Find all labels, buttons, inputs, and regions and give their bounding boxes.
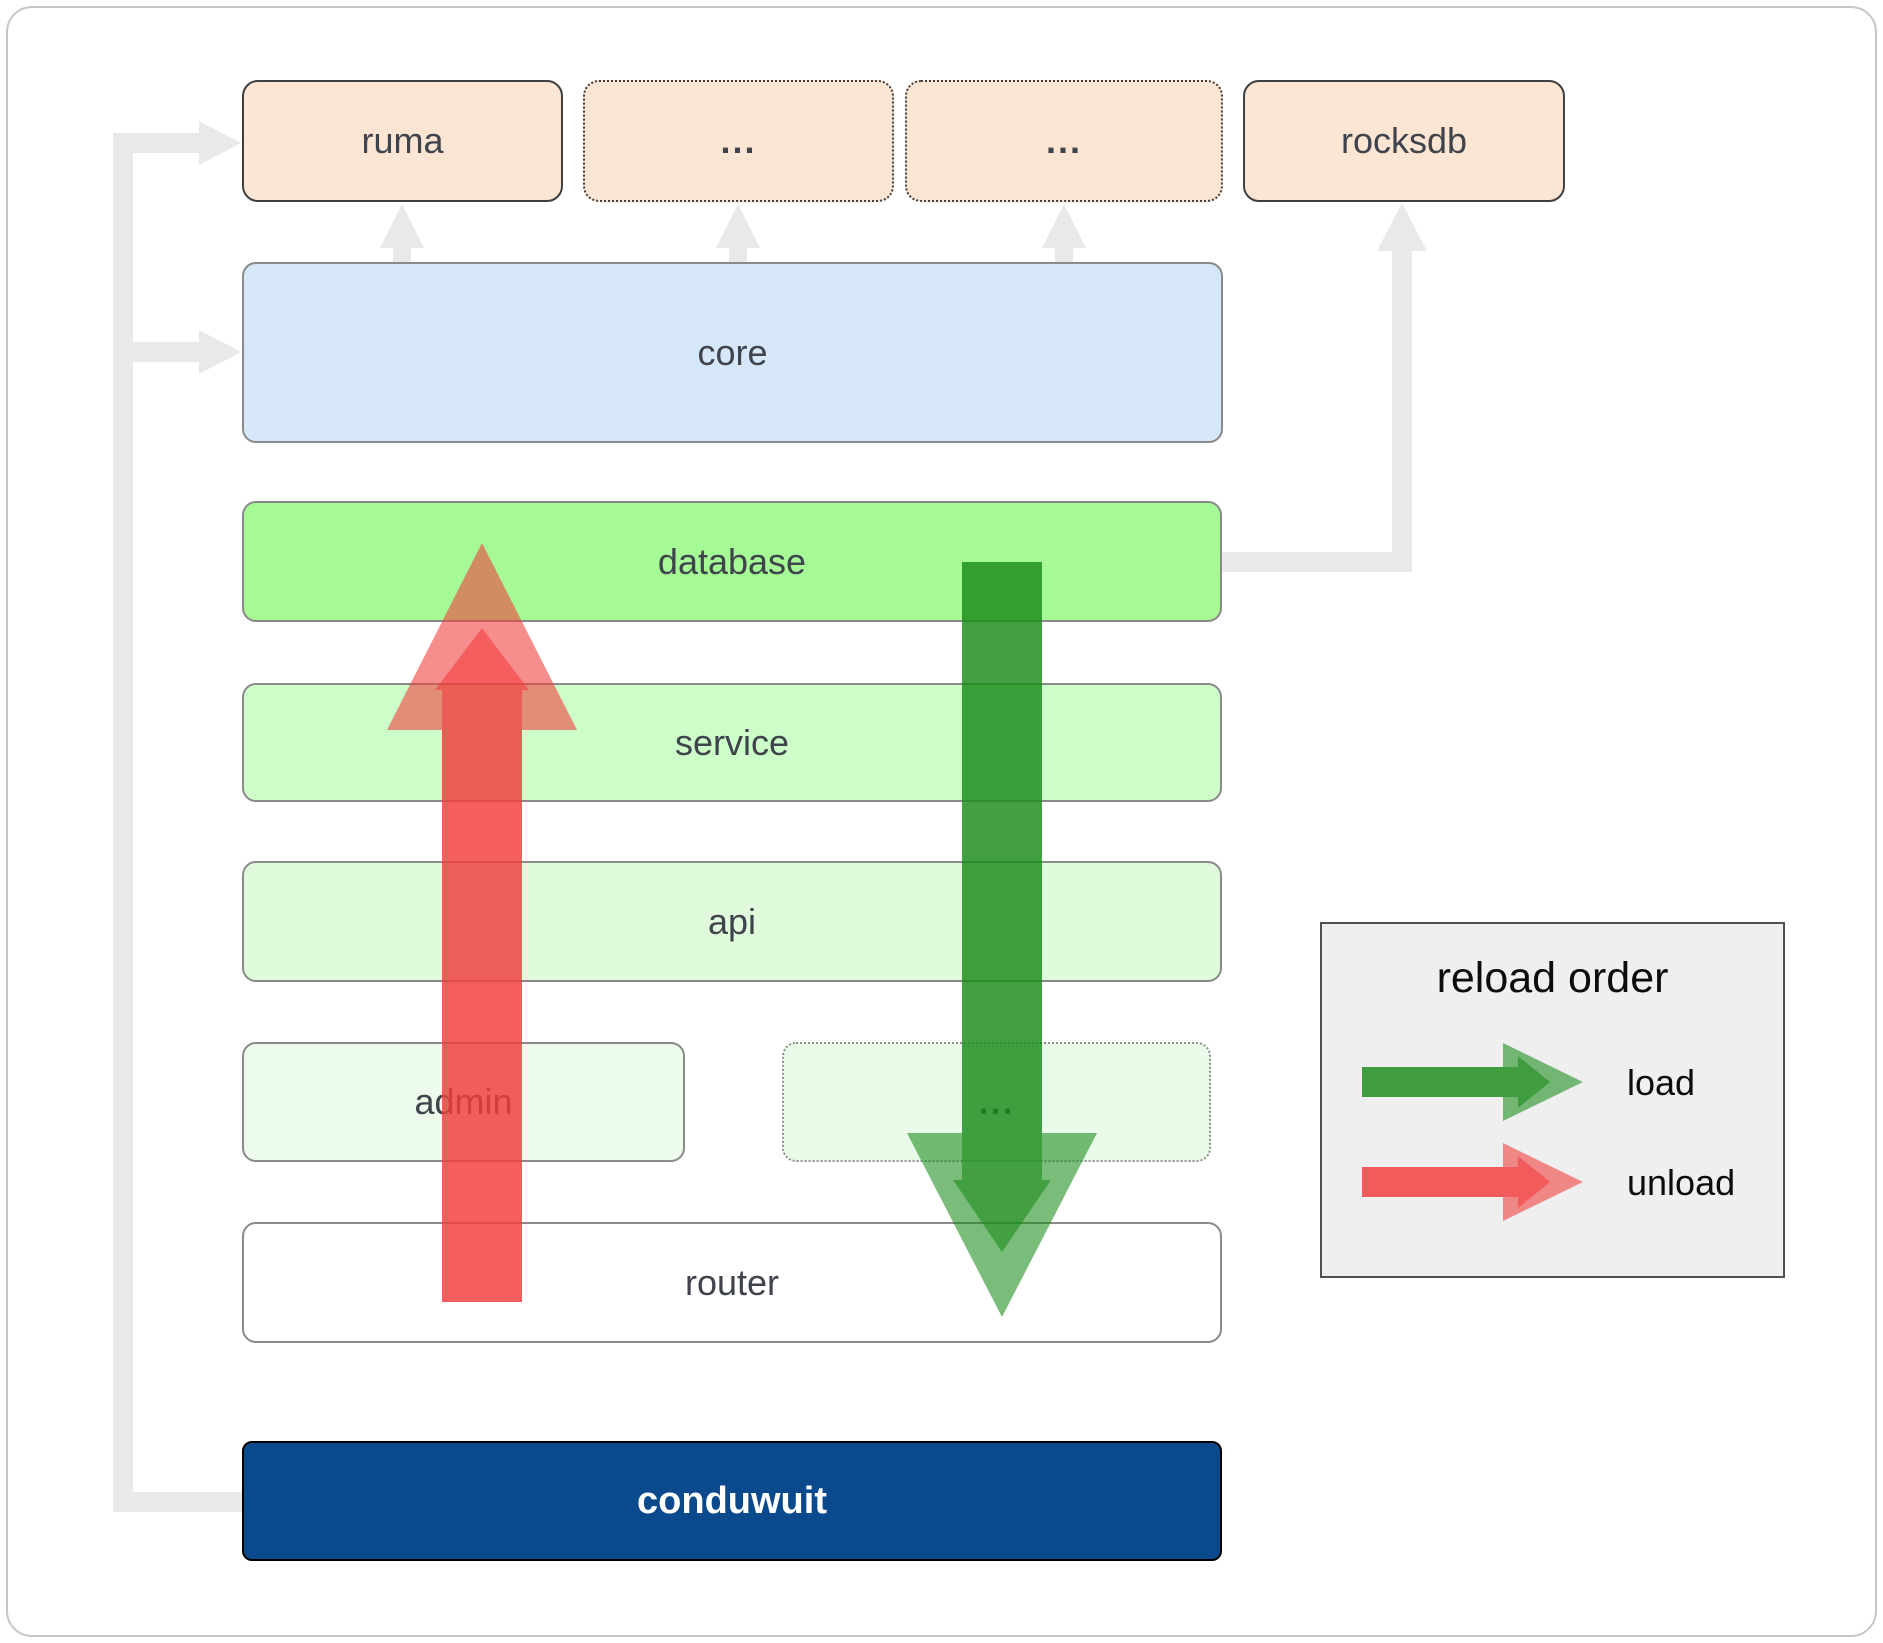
node-service-label: service xyxy=(674,721,790,763)
node-conduwuit-label: conduwuit xyxy=(637,1479,827,1522)
node-database: database xyxy=(242,501,1222,622)
node-api-label: api xyxy=(707,900,757,942)
node-api: api xyxy=(242,861,1222,982)
node-dots-top-2-label: ... xyxy=(1045,120,1082,161)
node-router-label: router xyxy=(684,1261,780,1303)
node-database-label: database xyxy=(657,540,807,582)
node-dots-mid-label: ... xyxy=(978,1081,1015,1122)
node-core-label: core xyxy=(697,331,768,373)
node-dots-top-1-label: ... xyxy=(720,120,757,161)
legend-unload-label: unload xyxy=(1627,1162,1736,1203)
diagram-frame xyxy=(6,6,1877,1637)
legend-title: reload order xyxy=(1436,954,1669,1002)
node-admin-label: admin xyxy=(414,1081,513,1122)
node-ruma-label: ruma xyxy=(361,120,444,161)
node-core: core xyxy=(242,262,1223,443)
legend-reload-order: reload order load unload xyxy=(1320,922,1785,1278)
node-rocksdb-label: rocksdb xyxy=(1340,120,1468,161)
node-ruma: ruma xyxy=(242,80,563,202)
node-admin: admin xyxy=(242,1042,685,1162)
node-rocksdb: rocksdb xyxy=(1243,80,1565,202)
node-dots-top-1: ... xyxy=(583,80,894,202)
node-dots-mid: ... xyxy=(782,1042,1211,1162)
legend-load-label: load xyxy=(1627,1062,1696,1103)
node-service: service xyxy=(242,683,1222,802)
node-router: router xyxy=(242,1222,1222,1343)
node-conduwuit: conduwuit xyxy=(242,1441,1222,1561)
node-dots-top-2: ... xyxy=(905,80,1223,202)
